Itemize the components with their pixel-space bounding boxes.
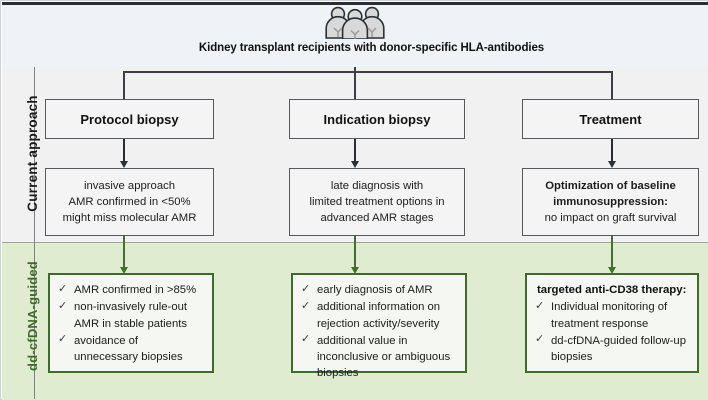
check-icon: ✓: [535, 333, 545, 346]
title-label-protocol-biopsy: Protocol biopsy: [80, 111, 179, 127]
connector-horizontal-bus: [123, 71, 612, 73]
connector-root-vertical: [354, 67, 356, 72]
list-item-label: avoidance of unnecessary biopsies: [74, 334, 183, 364]
check-icon: ✓: [58, 299, 68, 312]
list-item-label: dd-cfDNA-guided follow-up biopsies: [551, 334, 687, 364]
arrow-indication-to-guided: [351, 236, 358, 274]
current-line: advanced AMR stages: [320, 212, 434, 225]
list-item: ✓ additional value in inconclusive or amb…: [301, 333, 457, 382]
connector-drop-indication: [354, 71, 356, 99]
current-box-protocol-biopsy[interactable]: invasive approach AMR confirmed in <50% …: [45, 168, 214, 236]
list-item-label: AMR confirmed in >85%: [74, 284, 197, 296]
list-item-label: Individual monitoring of treatment respo…: [551, 301, 668, 330]
current-line: AMR confirmed in <50%: [68, 195, 191, 208]
header-caption: Kidney transplant recipients with donor-…: [198, 42, 545, 54]
current-box-treatment[interactable]: Optimization of baseline immunosuppressi…: [522, 168, 699, 236]
list-item: ✓ non-invasively rule-out AMR in stable p…: [58, 299, 204, 332]
rail-divider: [34, 67, 35, 399]
list-item: ✓ avoidance of unnecessary biopsies: [58, 333, 204, 366]
connector-drop-treatment: [611, 71, 613, 99]
current-box-indication-biopsy[interactable]: late diagnosis with limited treatment op…: [289, 168, 465, 236]
guided-box-indication-biopsy[interactable]: ✓ early diagnosis of AMR ✓ additional info…: [291, 273, 467, 379]
arrow-treatment-to-current: [608, 139, 615, 168]
current-line: might miss molecular AMR: [62, 212, 197, 225]
arrow-indication-to-current: [351, 139, 358, 168]
list-item-label: additional information on rejection acti…: [317, 301, 441, 330]
current-line-bold: Optimization of baseline: [545, 179, 676, 192]
guided-box-treatment[interactable]: targeted anti-CD38 therapy: ✓ Individual …: [525, 273, 699, 373]
title-label-indication-biopsy: Indication biopsy: [323, 111, 431, 127]
three-people-icon: [324, 6, 386, 40]
check-icon: ✓: [58, 282, 68, 295]
title-box-treatment[interactable]: Treatment: [522, 99, 699, 139]
title-box-indication-biopsy[interactable]: Indication biopsy: [289, 99, 465, 139]
current-line: late diagnosis with: [330, 179, 424, 192]
guided-lead-treatment: targeted anti-CD38 therapy:: [537, 284, 687, 296]
list-item: ✓ AMR confirmed in >85%: [58, 282, 204, 298]
check-icon: ✓: [301, 282, 311, 295]
row-label-current-approach: Current approach: [25, 95, 40, 212]
row-label-dd-cfdna-guided: dd-cfDNA-guided: [25, 261, 40, 371]
title-box-protocol-biopsy[interactable]: Protocol biopsy: [45, 99, 214, 139]
list-item: ✓ early diagnosis of AMR: [301, 282, 457, 298]
current-line: no impact on graft survival: [544, 212, 677, 225]
arrow-treatment-to-guided: [608, 236, 615, 274]
current-line: limited treatment options in: [309, 195, 445, 208]
list-item-label: early diagnosis of AMR: [317, 284, 433, 296]
list-item-label: non-invasively rule-out AMR in stable pa…: [74, 301, 188, 330]
list-item: ✓ dd-cfDNA-guided follow-up biopsies: [535, 333, 689, 366]
guided-list-protocol-biopsy: ✓ AMR confirmed in >85% ✓ non-invasively r…: [58, 282, 204, 365]
check-icon: ✓: [301, 299, 311, 312]
guided-list-treatment: ✓ Individual monitoring of treatment resp…: [535, 299, 689, 365]
guided-box-protocol-biopsy[interactable]: ✓ AMR confirmed in >85% ✓ non-invasively r…: [48, 273, 214, 373]
list-item-label: additional value in inconclusive or ambi…: [317, 334, 451, 380]
arrow-protocol-to-guided: [120, 236, 127, 274]
current-line-bold: immunosuppression:: [553, 195, 668, 208]
current-line: invasive approach: [83, 179, 176, 192]
check-icon: ✓: [301, 333, 311, 346]
guided-list-indication-biopsy: ✓ early diagnosis of AMR ✓ additional info…: [301, 282, 457, 382]
list-item: ✓ Individual monitoring of treatment resp…: [535, 299, 689, 332]
arrow-protocol-to-current: [120, 139, 127, 168]
check-icon: ✓: [58, 333, 68, 346]
title-label-treatment: Treatment: [579, 111, 642, 127]
list-item: ✓ additional information on rejection act…: [301, 299, 457, 332]
connector-drop-protocol: [123, 71, 125, 99]
check-icon: ✓: [535, 299, 545, 312]
